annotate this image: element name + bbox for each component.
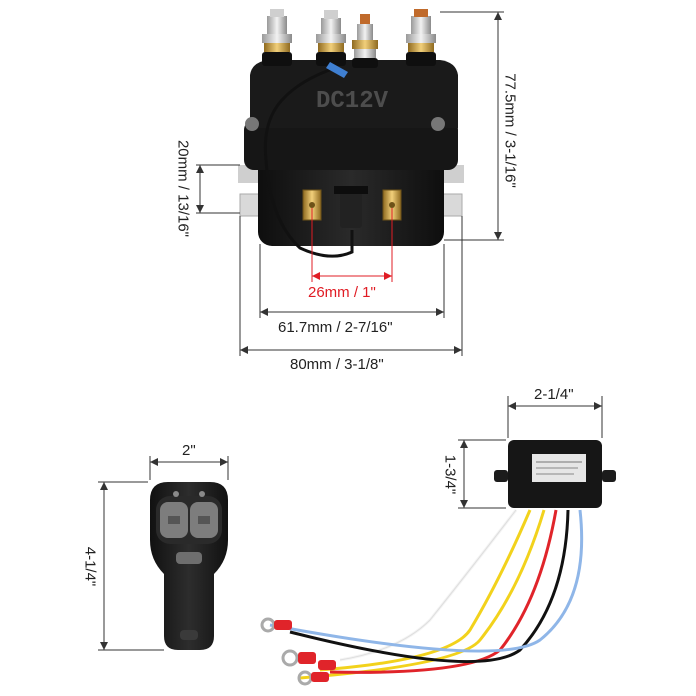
post-1 bbox=[262, 9, 292, 66]
solenoid-dimensions bbox=[196, 11, 504, 356]
post-3-small bbox=[352, 14, 378, 68]
receiver-module bbox=[260, 440, 616, 686]
ring-terminals bbox=[260, 617, 336, 686]
mount-height-dimension-label: 20mm / 13/16" bbox=[174, 139, 192, 238]
receiver-width-label: 2-1/4" bbox=[534, 386, 574, 403]
body-width-label: 61.7mm / 2-7/16" bbox=[278, 319, 393, 336]
remote-led-right bbox=[199, 491, 205, 497]
receiver-dimension-arrows bbox=[460, 402, 602, 508]
remote-dimension-arrows bbox=[100, 458, 228, 650]
remote-height-label: 4-1/4" bbox=[81, 546, 99, 587]
remote-led-left bbox=[173, 491, 179, 497]
receiver-dimensions bbox=[458, 396, 603, 509]
solenoid-collar bbox=[244, 120, 458, 170]
solenoid-cap bbox=[250, 60, 458, 128]
winch-solenoid: DC12V bbox=[238, 9, 464, 258]
remote-width-label: 2" bbox=[182, 442, 196, 459]
voltage-label: DC12V bbox=[316, 88, 389, 115]
height-dimension-label: 77.5mm / 3-1/16" bbox=[501, 73, 519, 188]
post-4 bbox=[406, 9, 436, 66]
wireless-remote bbox=[150, 482, 228, 650]
post-2 bbox=[316, 10, 346, 66]
total-width-label: 80mm / 3-1/8" bbox=[290, 356, 384, 373]
remote-lanyard-slot bbox=[180, 630, 198, 640]
receiver-height-label: 1-3/4" bbox=[441, 454, 459, 495]
solenoid-dimension-arrows bbox=[196, 12, 502, 354]
remote-dimensions bbox=[98, 456, 229, 651]
remote-power-button bbox=[176, 552, 202, 564]
center-connector bbox=[340, 186, 362, 228]
receiver-wires bbox=[269, 509, 584, 680]
blue-terminal bbox=[326, 62, 348, 78]
terminal-spacing-label: 26mm / 1" bbox=[308, 284, 376, 301]
control-wire bbox=[263, 66, 354, 258]
